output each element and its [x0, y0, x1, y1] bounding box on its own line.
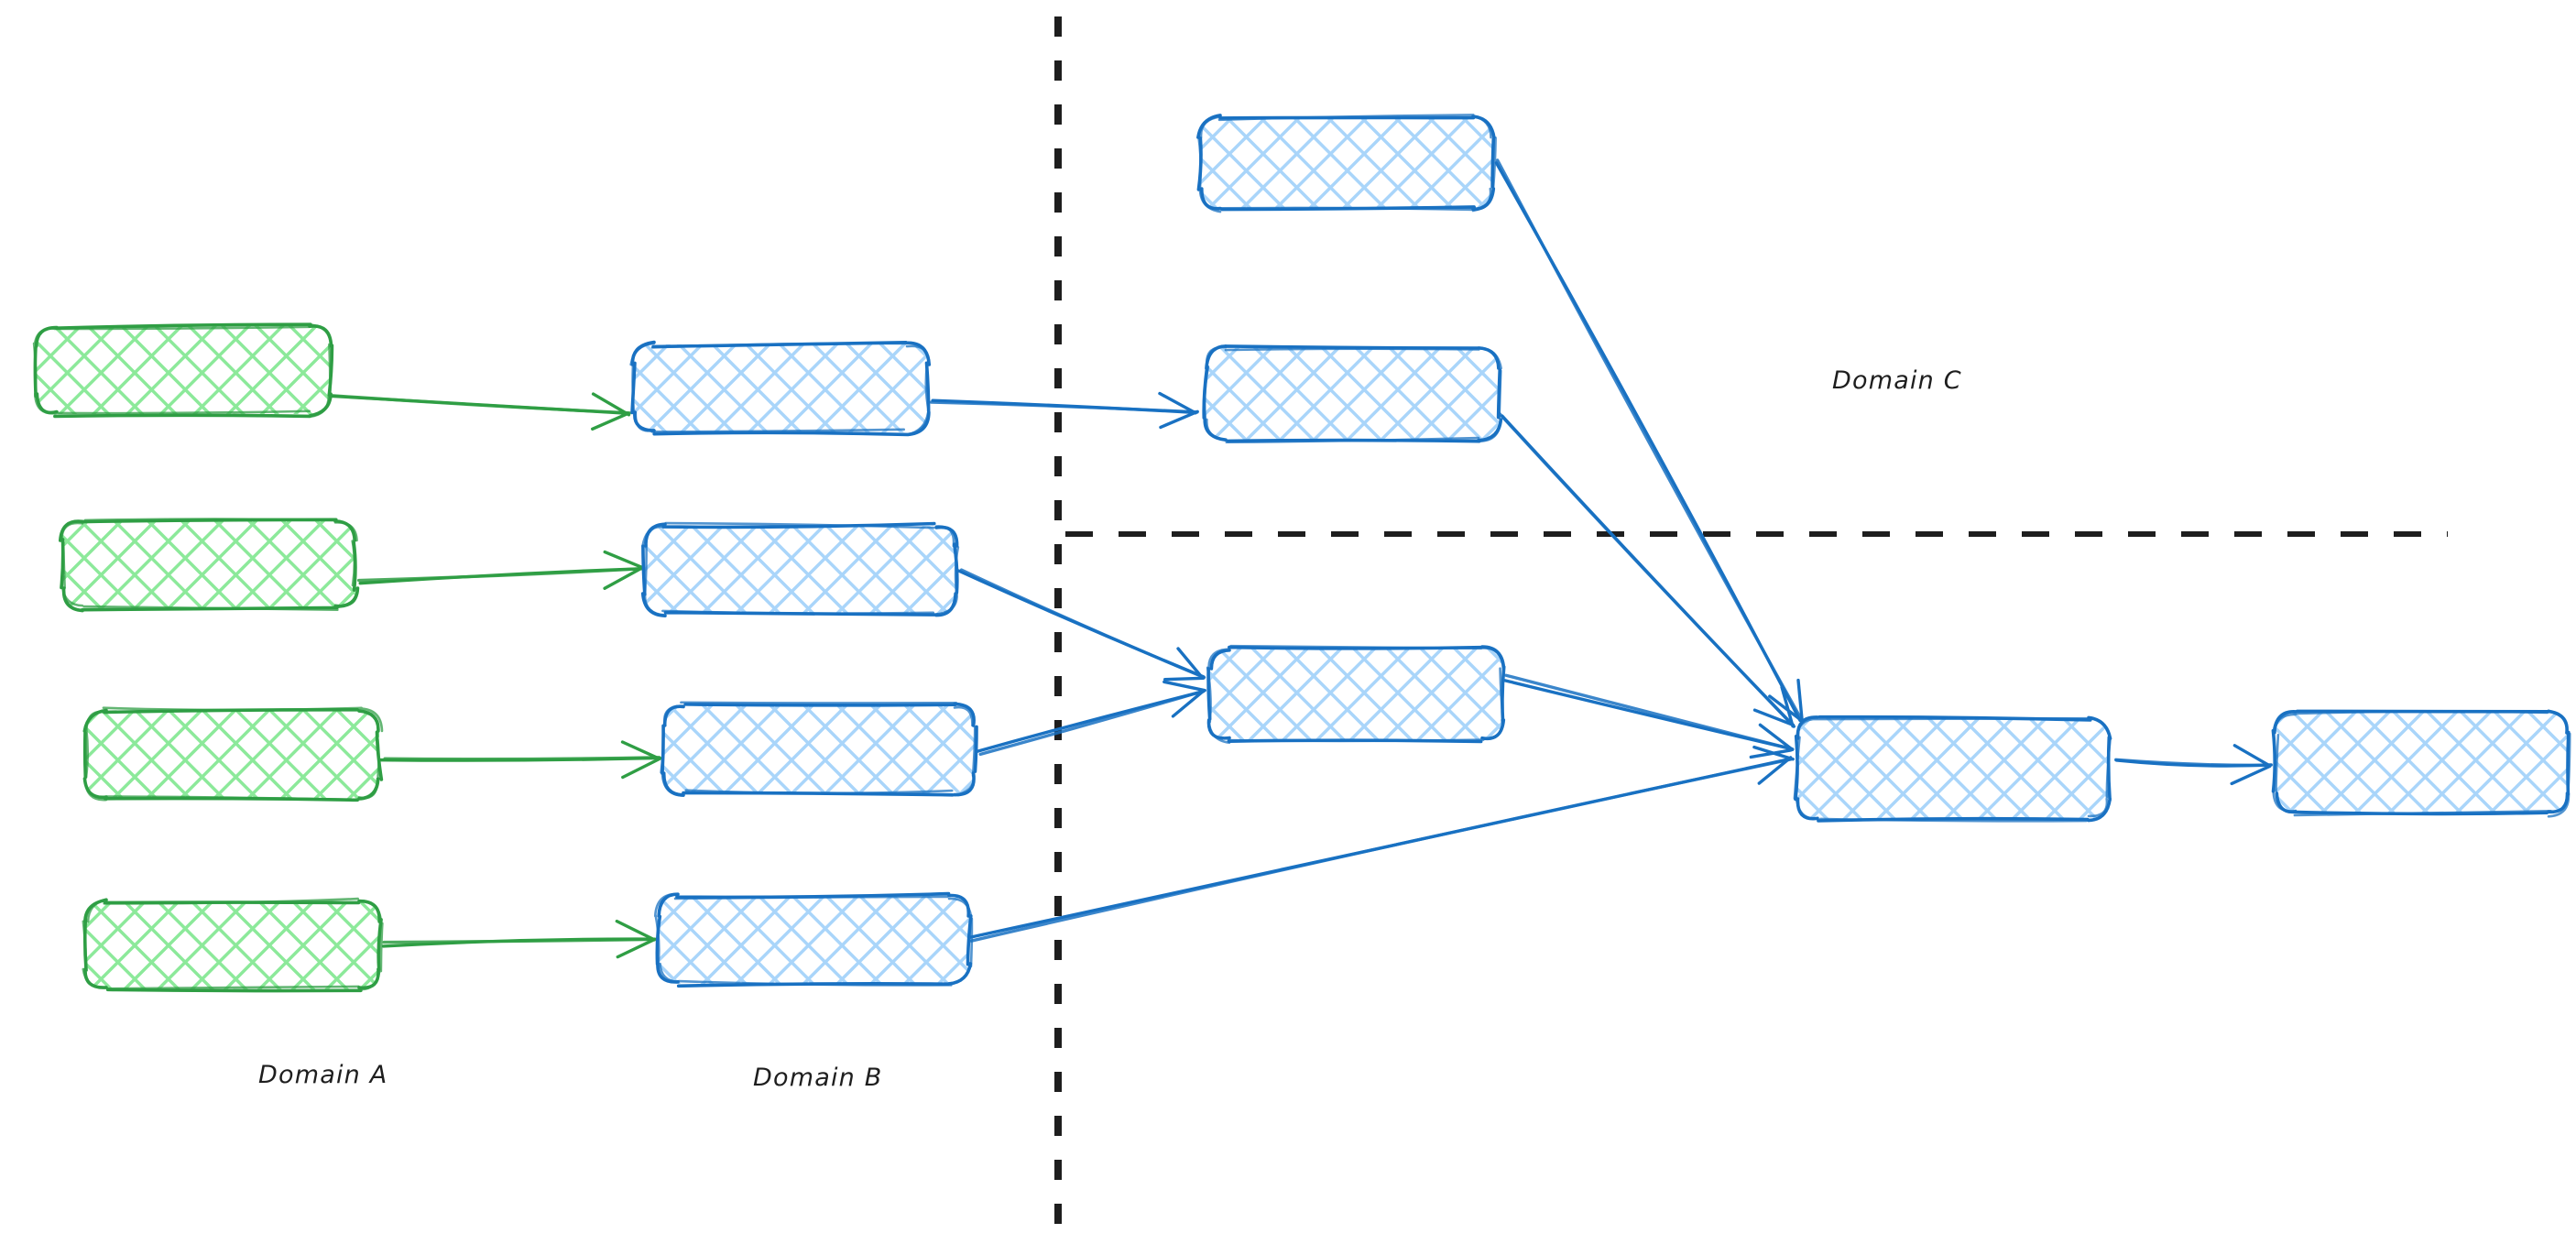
domain-c-label: Domain C — [1832, 366, 1962, 395]
node-outline-2 — [60, 518, 359, 611]
node-c2[interactable] — [1202, 344, 1503, 444]
node-outline-2 — [629, 342, 931, 436]
domain-b-label: Domain B — [753, 1064, 883, 1092]
edge-e1-e2 — [2114, 744, 2273, 786]
node-a2[interactable] — [58, 518, 360, 613]
node-outline-2 — [1206, 644, 1505, 745]
divider-layer — [1054, 16, 2448, 1235]
node-outline-2 — [83, 706, 384, 802]
edge-a3-b3 — [378, 740, 662, 780]
node-fill — [658, 896, 969, 984]
node-b1[interactable] — [629, 340, 932, 437]
node-e1[interactable] — [1793, 715, 2112, 823]
node-a4[interactable] — [82, 897, 384, 993]
node-c1[interactable] — [1196, 114, 1497, 213]
edge-b4-e1 — [968, 745, 1795, 943]
node-a1[interactable] — [32, 322, 334, 419]
node-outline-2 — [653, 892, 974, 987]
edge-a2-b2 — [356, 550, 644, 590]
node-outline-2 — [1197, 114, 1497, 213]
node-outline-2 — [2272, 709, 2571, 818]
node-b2[interactable] — [640, 521, 960, 617]
node-b3[interactable] — [660, 701, 978, 797]
node-layer — [32, 114, 2571, 993]
node-fill — [1209, 649, 1502, 740]
node-outline-2 — [32, 323, 333, 419]
node-fill — [1206, 348, 1499, 440]
node-fill — [86, 901, 379, 989]
node-outline-2 — [1793, 716, 2112, 823]
node-d1[interactable] — [1206, 644, 1506, 745]
domain-a-label: Domain A — [258, 1061, 388, 1089]
node-fill — [37, 326, 330, 414]
node-fill — [663, 705, 975, 793]
node-outline-2 — [641, 521, 960, 617]
node-outline-2 — [1203, 345, 1502, 444]
node-outline-2 — [82, 897, 384, 991]
edge-b2-d1 — [956, 568, 1206, 682]
edge-c1-e1 — [1494, 158, 1804, 723]
node-fill — [62, 520, 355, 608]
edge-c2-e1 — [1498, 411, 1796, 728]
node-fill — [86, 711, 379, 799]
node-e2[interactable] — [2271, 709, 2571, 818]
node-fill — [645, 526, 956, 614]
edge-b3-d1 — [976, 680, 1206, 757]
node-fill — [2276, 713, 2569, 813]
node-fill — [1200, 117, 1493, 209]
edge-a4-b4 — [381, 919, 657, 959]
edge-a1-b1 — [327, 392, 631, 431]
node-fill — [1797, 718, 2109, 819]
edge-layer — [327, 158, 2273, 959]
node-fill — [634, 344, 927, 432]
node-a3[interactable] — [82, 706, 384, 802]
edge-b1-c2 — [929, 391, 1199, 430]
edge-d1-e1 — [1503, 673, 1795, 759]
node-b4[interactable] — [653, 891, 974, 988]
node-outline-2 — [660, 701, 977, 797]
